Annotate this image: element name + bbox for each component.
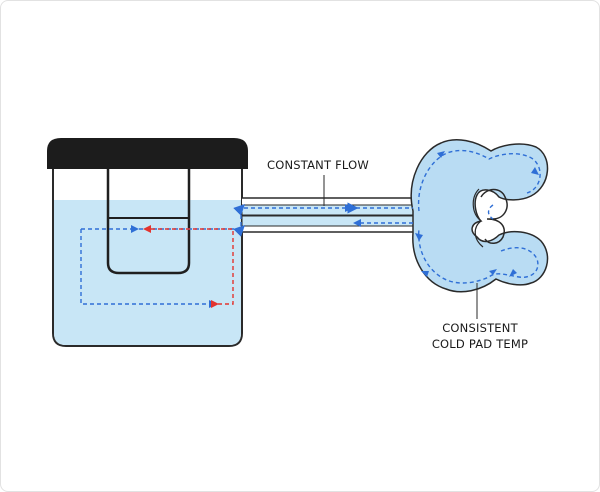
hose [241, 197, 414, 233]
flow-red [151, 228, 234, 305]
cold-pad-cutout [480, 188, 508, 244]
pad-temp-line1: CONSISTENT [442, 321, 518, 335]
pad-temp-label: CONSISTENT COLD PAD TEMP [409, 320, 551, 352]
cold-pad-shape [410, 139, 549, 293]
cooler-container [47, 138, 248, 347]
cold-pad [410, 139, 549, 293]
constant-flow-label: CONSTANT FLOW [267, 158, 369, 172]
ice-insert [106, 169, 191, 275]
cooler-lid [47, 138, 248, 169]
flow-blue-arrows [131, 151, 539, 308]
flow-red-arrows [143, 225, 219, 308]
pad-temp-line2: COLD PAD TEMP [431, 337, 529, 351]
